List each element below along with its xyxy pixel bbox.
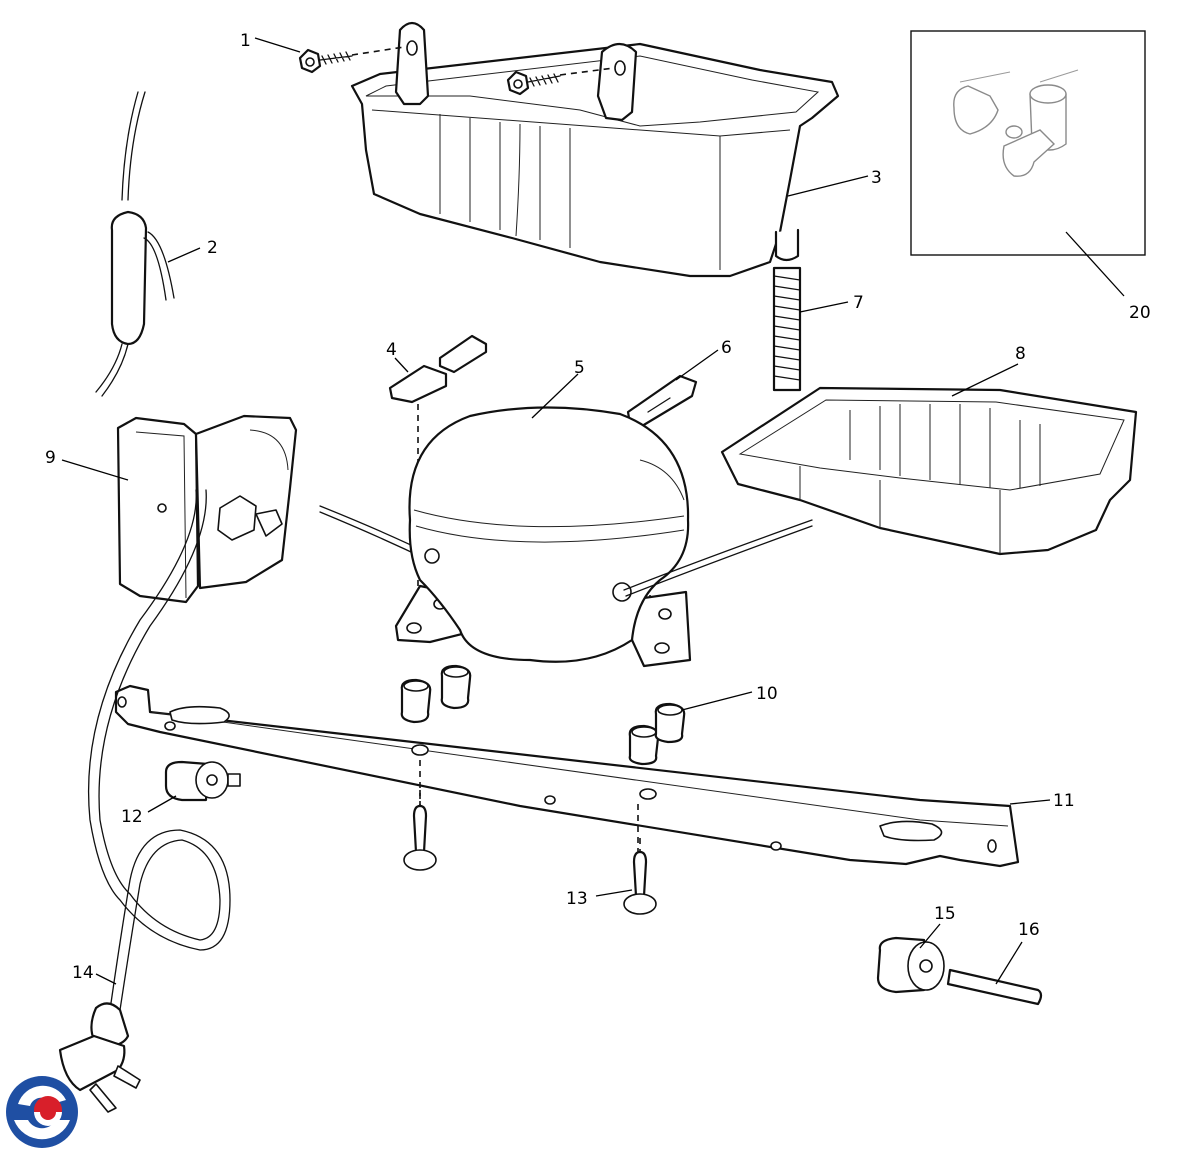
relay-part-9: [116, 414, 298, 604]
power-cord-part-14: [58, 489, 231, 1113]
leader-lines: [61, 37, 1125, 985]
callout-12: 12: [121, 807, 143, 827]
callout-3: 3: [871, 168, 882, 188]
screw-part-1: [298, 46, 615, 96]
callout-14: 14: [72, 963, 94, 983]
rod-part-16: [946, 968, 1043, 1006]
drip-tray-part-3: [350, 21, 840, 278]
inset-part-20: [910, 30, 1146, 256]
callout-6: 6: [721, 338, 732, 358]
callout-15: 15: [934, 904, 956, 924]
callout-9: 9: [45, 448, 56, 468]
callout-8: 8: [1015, 344, 1026, 364]
callout-2: 2: [207, 238, 218, 258]
grommets-part-10: [400, 664, 686, 766]
callout-16: 16: [1018, 920, 1040, 940]
probe-wire-part-2: [95, 91, 175, 397]
callout-5: 5: [574, 358, 585, 378]
base-tray-part-8: [720, 386, 1138, 556]
mounting-rail-part-11: [114, 684, 1020, 868]
callout-4: 4: [386, 340, 397, 360]
brand-logo: [6, 1076, 78, 1148]
callout-labels: 1 2 3 4 5 6 7 8 9 10 11 12 13 14 15 16 2…: [45, 31, 1151, 983]
bushing-part-15: [876, 936, 945, 994]
callout-20: 20: [1129, 303, 1151, 323]
callout-7: 7: [853, 293, 864, 313]
drain-hose-part-7: [772, 266, 802, 392]
callout-10: 10: [756, 684, 778, 704]
callout-11: 11: [1053, 791, 1075, 811]
pins-part-13: [403, 790, 657, 915]
callout-13: 13: [566, 889, 588, 909]
bushing-part-12: [164, 760, 241, 802]
clips-part-4: [388, 334, 488, 620]
compressor-part-5: [319, 406, 813, 668]
callout-1: 1: [240, 31, 251, 51]
